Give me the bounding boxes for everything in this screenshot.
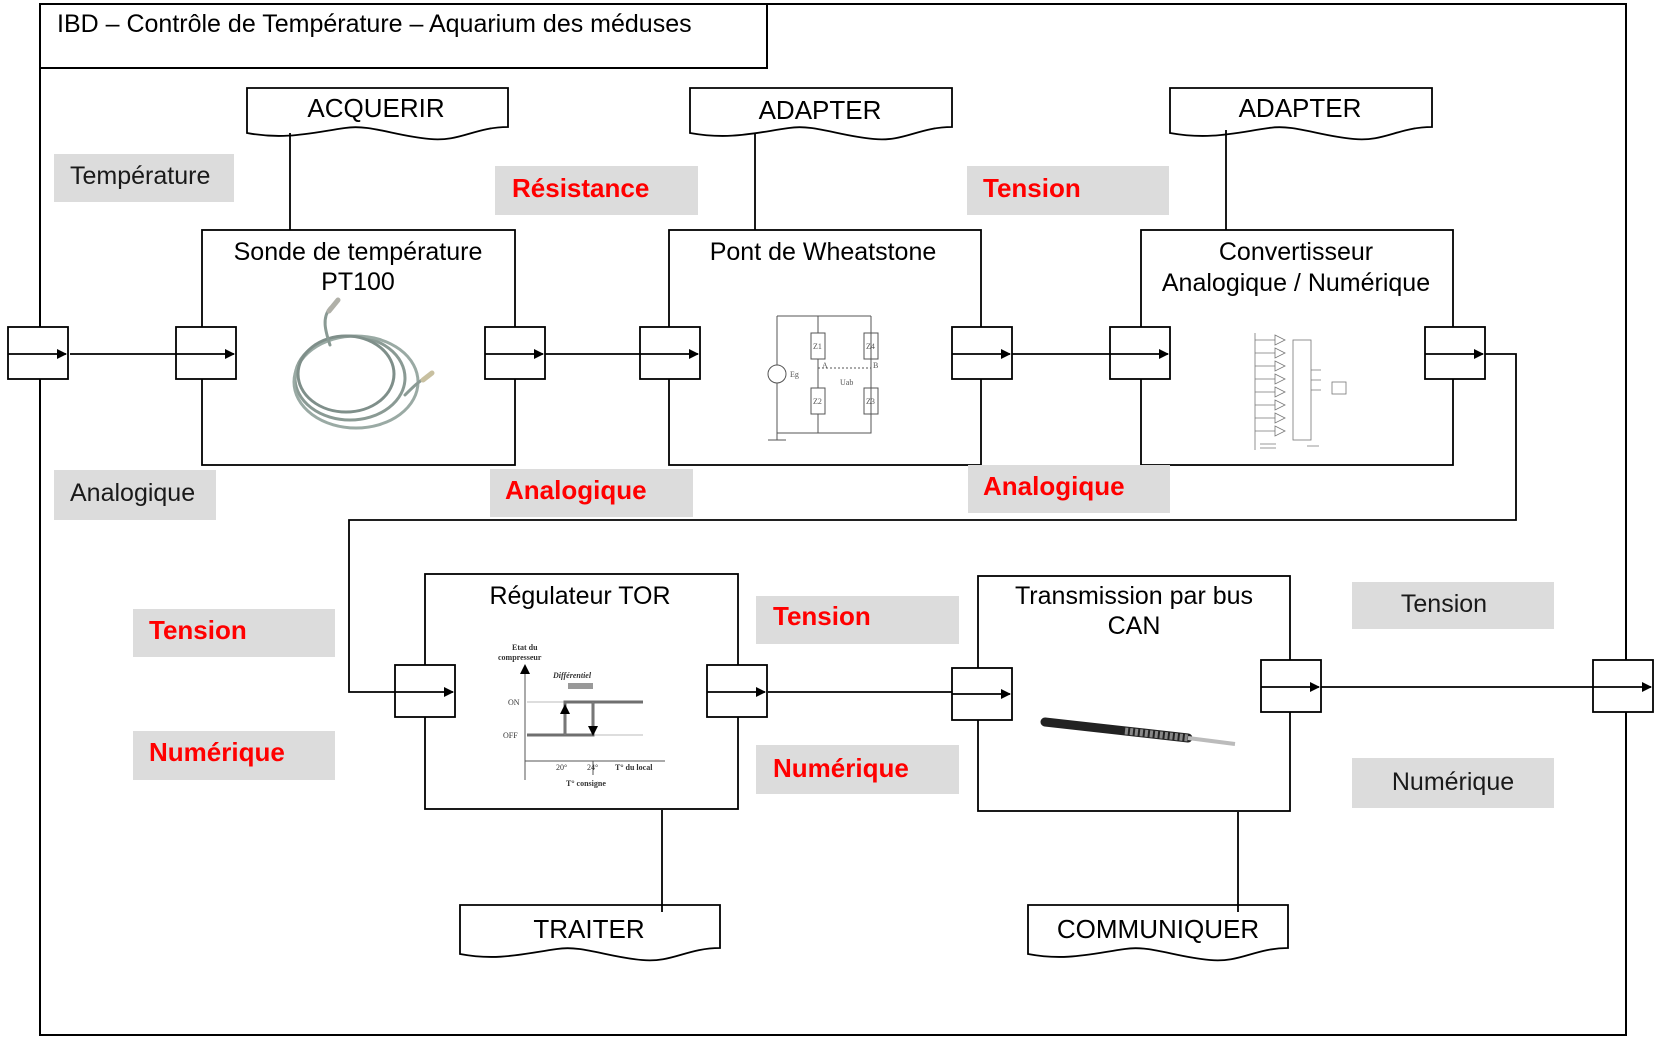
block-sonde: Sonde de température PT100 <box>201 229 516 466</box>
port-input-system <box>7 326 69 380</box>
label-out-type-text: Numérique <box>1392 768 1514 796</box>
label-f4-nature-text: Tension <box>773 601 871 631</box>
tor-on-label: ON <box>508 698 520 707</box>
function-communiquer: COMMUNIQUER <box>1027 904 1289 962</box>
label-out-nature-text: Tension <box>1401 590 1487 618</box>
label-input-type: Analogique <box>54 470 216 520</box>
wheatstone-uab: Uab <box>840 378 853 387</box>
label-f2-nature-text: Tension <box>983 173 1081 203</box>
tor-t2: 24° <box>587 763 598 772</box>
port-sonde-in <box>175 326 237 380</box>
label-f3-type-text: Numérique <box>149 737 285 767</box>
label-f4-type: Numérique <box>756 745 959 794</box>
label-f1-type-text: Analogique <box>505 475 647 505</box>
block-transmission-line2: CAN <box>1108 612 1161 640</box>
label-f1-type: Analogique <box>490 469 693 517</box>
flow-lines <box>70 353 1593 693</box>
label-f4-type-text: Numérique <box>773 753 909 783</box>
label-f4-nature: Tension <box>756 596 959 644</box>
label-input-nature-text: Température <box>70 162 210 190</box>
label-f1-nature-text: Résistance <box>512 173 649 203</box>
block-transmission-line1: Transmission par bus <box>1015 582 1253 610</box>
port-output-system <box>1592 659 1654 713</box>
block-sonde-line2: PT100 <box>321 268 395 296</box>
can-cable-image <box>1040 717 1236 746</box>
function-label-traiter: TRAITER <box>533 914 644 944</box>
tor-xlabel: T° du local <box>615 763 653 772</box>
block-convertisseur: Convertisseur Analogique / Numérique <box>1140 229 1454 466</box>
title-frame <box>40 3 768 69</box>
tor-ylabel-2: compresseur <box>498 653 542 662</box>
block-can-line1: Convertisseur <box>1219 238 1373 266</box>
function-adapter-2: ADAPTER <box>1169 87 1433 141</box>
label-f3-nature-text: Tension <box>149 615 247 645</box>
label-input-nature: Température <box>54 154 234 202</box>
label-f2-type-text: Analogique <box>983 471 1125 501</box>
wheatstone-schematic <box>767 315 879 441</box>
label-f1-nature: Résistance <box>495 166 698 215</box>
tor-t1: 20° <box>556 763 567 772</box>
block-regulateur-line1: Régulateur TOR <box>489 582 670 610</box>
ports <box>7 326 1654 721</box>
tor-differential: Différentiel <box>552 671 592 680</box>
diagram-title: IBD – Contrôle de Température – Aquarium… <box>57 10 692 38</box>
function-acquerir: ACQUERIR <box>246 87 509 141</box>
block-transmission-can: Transmission par bus CAN <box>977 575 1291 812</box>
label-out-type: Numérique <box>1352 758 1554 808</box>
adc-schematic <box>1254 333 1347 450</box>
port-can-in <box>1109 326 1171 380</box>
wheatstone-node-a: A <box>822 361 828 370</box>
flow-labels: Température Analogique Résistance Analog… <box>54 154 1554 808</box>
outer-frame <box>39 3 1627 1036</box>
label-f2-nature: Tension <box>967 166 1169 215</box>
tor-ylabel-1: Etat du <box>512 643 538 652</box>
tor-off-label: OFF <box>503 731 518 740</box>
port-can-out <box>1424 326 1486 380</box>
port-transmission-in <box>951 667 1013 721</box>
port-regulateur-out <box>706 664 768 718</box>
wheatstone-labels: Z1 Z4 Z2 Z3 Eg Uab A B <box>790 342 878 406</box>
function-adapter-1: ADAPTER <box>689 87 953 141</box>
pt100-probe-image <box>292 297 435 430</box>
block-sonde-line1: Sonde de température <box>234 238 483 266</box>
label-f3-type: Numérique <box>133 731 335 780</box>
tor-setpoint: T° consigne <box>566 779 606 788</box>
label-input-type-text: Analogique <box>70 479 195 507</box>
wheatstone-node-b: B <box>873 361 878 370</box>
function-label-adapter-1: ADAPTER <box>759 95 882 125</box>
label-f3-nature: Tension <box>133 609 335 657</box>
function-label-adapter-2: ADAPTER <box>1239 93 1362 123</box>
wheatstone-z2: Z2 <box>813 397 822 406</box>
block-pont-wheatstone: Pont de Wheatstone Z1 Z4 Z2 Z3 Eg Uab A … <box>668 229 982 466</box>
port-regulateur-in <box>394 664 456 718</box>
block-can-line2: Analogique / Numérique <box>1162 269 1430 297</box>
port-pont-in <box>639 326 701 380</box>
port-pont-out <box>951 326 1013 380</box>
function-label-communiquer: COMMUNIQUER <box>1057 914 1259 944</box>
label-f2-type: Analogique <box>968 465 1170 513</box>
function-label-acquerir: ACQUERIR <box>307 93 444 123</box>
wheatstone-eg: Eg <box>790 370 799 379</box>
block-regulateur-tor: Régulateur TOR Etat du compresseur Diffé… <box>424 573 739 810</box>
port-transmission-out <box>1260 659 1322 713</box>
block-pont-line1: Pont de Wheatstone <box>710 238 937 266</box>
port-sonde-out <box>484 326 546 380</box>
function-traiter: TRAITER <box>459 904 721 962</box>
wheatstone-z4: Z4 <box>866 342 875 351</box>
label-out-nature: Tension <box>1352 582 1554 629</box>
tor-hysteresis-graph: Etat du compresseur Différentiel ON OFF … <box>498 643 665 788</box>
wheatstone-z1: Z1 <box>813 342 822 351</box>
wheatstone-z3: Z3 <box>866 397 875 406</box>
